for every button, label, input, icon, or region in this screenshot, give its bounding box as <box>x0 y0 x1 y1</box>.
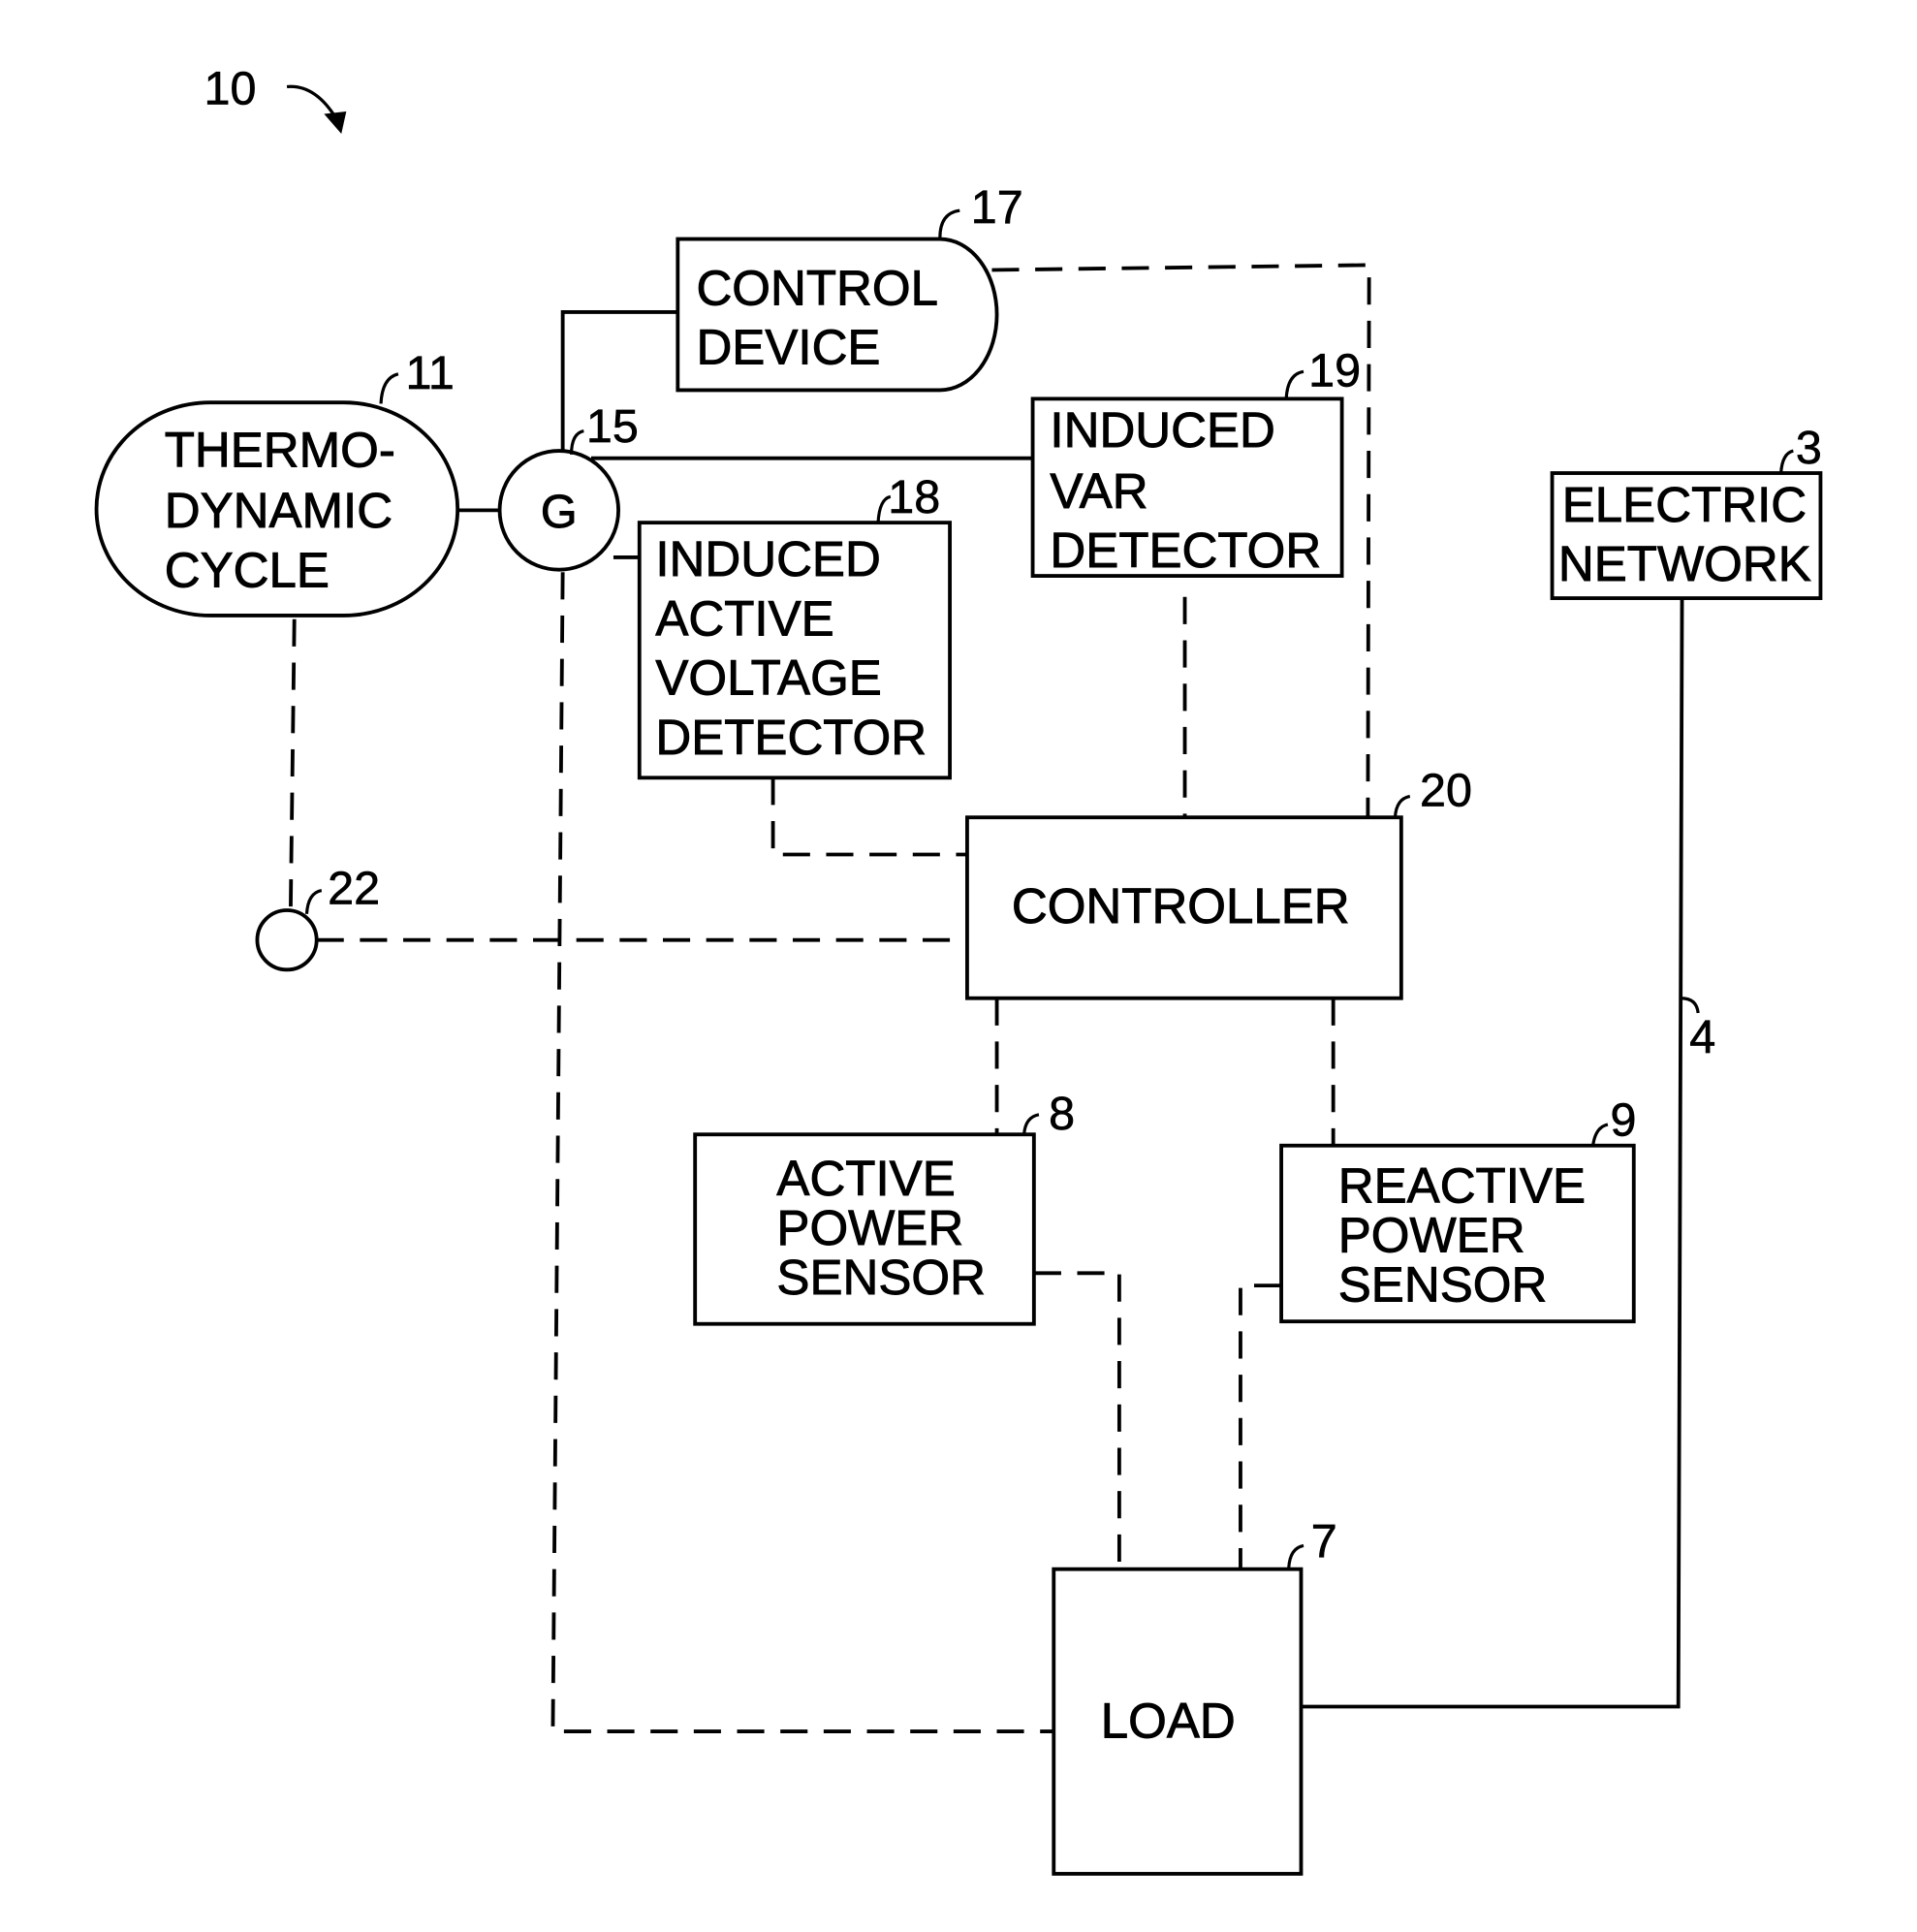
reactive-power-sensor-block: REACTIVE POWER SENSOR 9 <box>1281 1094 1636 1322</box>
node-block: 22 <box>257 863 380 970</box>
control-device-label-line-2: DEVICE <box>696 320 880 375</box>
electric-network-label-line-1: ELECTRIC <box>1562 477 1807 532</box>
reactive-power-sensor-label-line-2: POWER <box>1338 1208 1525 1263</box>
active-power-sensor-block: ACTIVE POWER SENSOR 8 <box>695 1088 1075 1324</box>
controller-ref: 20 <box>1420 765 1472 817</box>
thermodynamic-cycle-label-line-3: CYCLE <box>165 543 330 598</box>
voltage-detector-ref: 18 <box>888 471 940 523</box>
controller-label: CONTROLLER <box>1012 878 1350 934</box>
active-power-sensor-label-line-3: SENSOR <box>776 1250 986 1305</box>
generator-label: G <box>541 486 578 538</box>
control-device-ref: 17 <box>971 181 1023 234</box>
reactive-power-sensor-label-line-1: REACTIVE <box>1338 1157 1586 1213</box>
figure-ref-arrowhead <box>324 111 346 134</box>
thermodynamic-cycle-label-line-1: THERMO- <box>165 423 395 478</box>
controller-ref-leader <box>1395 796 1409 817</box>
var-detector-ref: 19 <box>1308 345 1361 397</box>
load-ref-leader <box>1289 1545 1304 1568</box>
thermodynamic-cycle-ref-leader <box>381 374 398 404</box>
voltage-detector-label-line-2: ACTIVE <box>655 590 833 646</box>
var-detector-ref-leader <box>1286 371 1304 398</box>
active-power-sensor-label-line-1: ACTIVE <box>776 1151 955 1206</box>
electric-network-label-line-2: NETWORK <box>1558 536 1811 591</box>
active-power-sensor-label-line-2: POWER <box>776 1200 963 1255</box>
signal-active-sensor-to-load <box>1034 1273 1119 1568</box>
var-detector-label-line-1: INDUCED <box>1050 402 1274 458</box>
network-line-ref: 4 <box>1689 1011 1715 1063</box>
reactive-power-sensor-ref: 9 <box>1611 1094 1637 1147</box>
node-ref: 22 <box>328 863 380 915</box>
active-power-sensor-ref-leader <box>1024 1115 1039 1134</box>
load-ref: 7 <box>1311 1515 1337 1568</box>
signal-voltage-detector-to-controller <box>773 777 967 854</box>
electric-network-block: ELECTRIC NETWORK 3 <box>1553 422 1822 598</box>
reactive-power-sensor-label-line-3: SENSOR <box>1338 1257 1548 1313</box>
electric-network-ref-leader <box>1781 451 1794 473</box>
active-power-sensor-ref: 8 <box>1049 1088 1075 1140</box>
generator-ref: 15 <box>586 400 639 453</box>
control-device-block: CONTROL DEVICE 17 <box>677 181 1022 390</box>
node-circle <box>257 910 316 969</box>
electric-network-ref: 3 <box>1796 422 1822 474</box>
control-device-ref-leader <box>940 210 959 238</box>
figure-ref-label: 10 <box>204 62 257 114</box>
controller-block: CONTROLLER 20 <box>967 765 1472 998</box>
thermodynamic-cycle-ref: 11 <box>406 347 455 399</box>
load-block: LOAD 7 <box>1053 1515 1336 1874</box>
control-device-label-line-1: CONTROL <box>696 260 938 315</box>
signal-thermo-to-node <box>291 619 295 910</box>
var-detector-label-line-3: DETECTOR <box>1050 523 1321 578</box>
node-ref-leader <box>306 891 321 914</box>
voltage-detector-label-line-4: DETECTOR <box>655 710 927 765</box>
thermodynamic-cycle-label-line-2: DYNAMIC <box>165 483 393 538</box>
induced-active-voltage-detector-block: INDUCED ACTIVE VOLTAGE DETECTOR 18 <box>640 471 950 777</box>
thermodynamic-cycle-block: THERMO- DYNAMIC CYCLE 11 <box>97 347 458 616</box>
load-label: LOAD <box>1101 1693 1236 1748</box>
voltage-detector-label-line-3: VOLTAGE <box>655 650 881 706</box>
reactive-power-sensor-ref-leader <box>1593 1124 1608 1146</box>
voltage-detector-label-line-1: INDUCED <box>655 531 880 586</box>
signal-reactive-sensor-to-load <box>1241 1285 1281 1569</box>
var-detector-label-line-2: VAR <box>1050 463 1147 519</box>
generator-block: G 15 <box>500 400 639 570</box>
induced-var-detector-block: INDUCED VAR DETECTOR 19 <box>1033 345 1362 579</box>
